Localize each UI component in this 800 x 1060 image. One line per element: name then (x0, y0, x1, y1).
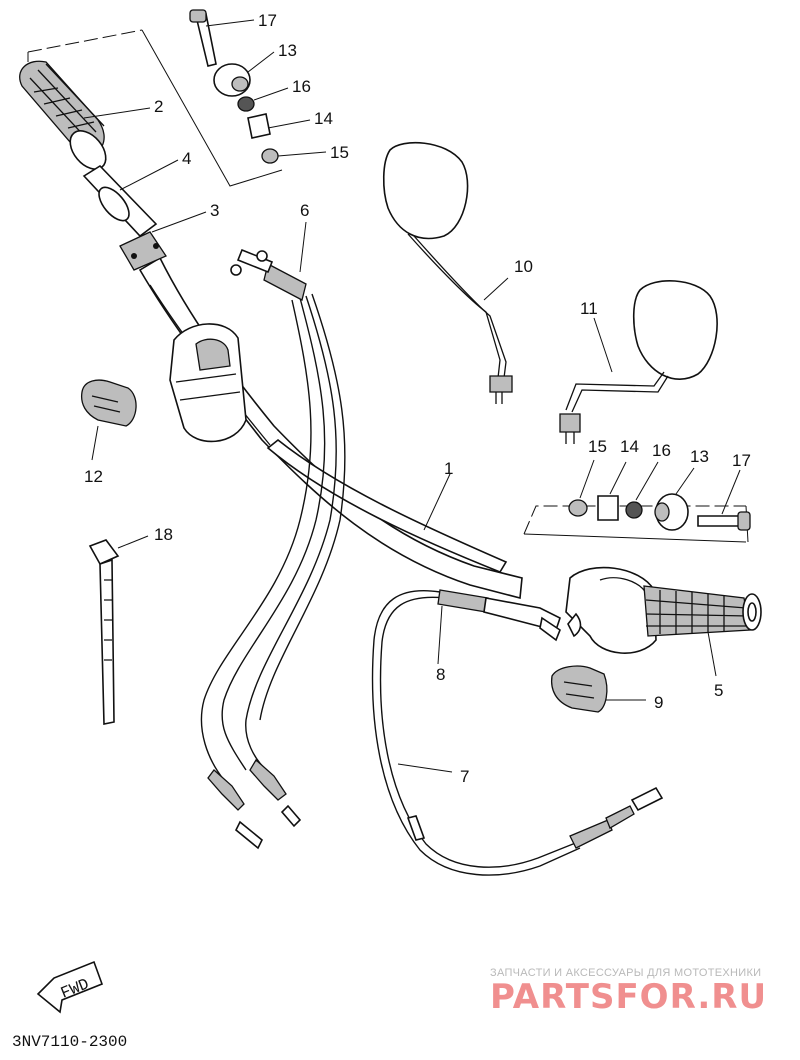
label-15-right: 15 (588, 437, 607, 456)
fwd-arrow-badge: FWD (36, 960, 104, 1014)
label-7: 7 (460, 767, 469, 786)
label-5: 5 (714, 681, 723, 700)
watermark-tagline: ЗАПЧАСТИ И АКСЕССУАРЫ ДЛЯ МОТОТЕХНИКИ (490, 967, 761, 979)
leader-line-1 (423, 473, 451, 531)
label-14-left: 14 (314, 109, 333, 128)
leader-lines-left (83, 19, 327, 233)
label-12: 12 (84, 467, 103, 486)
label-2: 2 (154, 97, 163, 116)
right-mirror (559, 280, 718, 444)
left-end-hardware (189, 9, 279, 164)
left-mirror (382, 141, 513, 404)
label-17-left: 17 (258, 11, 277, 30)
watermark-brand: PARTSFOR.RU (490, 977, 767, 1017)
right-end-hardware (523, 459, 751, 543)
label-13-right: 13 (690, 447, 709, 466)
cable-tie (88, 535, 149, 725)
label-11: 11 (580, 299, 598, 318)
label-4: 4 (182, 149, 191, 168)
label-8: 8 (436, 665, 445, 684)
clutch-cable (371, 590, 664, 876)
throttle-cables (200, 221, 346, 850)
label-3: 3 (210, 201, 219, 220)
right-switch-component (550, 665, 646, 713)
label-1: 1 (444, 459, 453, 478)
label-16-right: 16 (652, 441, 671, 460)
label-14-right: 14 (620, 437, 639, 456)
drawing-code: 3NV7110-2300 (12, 1033, 127, 1051)
left-grip (19, 60, 107, 170)
right-switch-and-grip (437, 566, 762, 677)
handlebar-holder (169, 323, 247, 443)
left-switch-assembly (80, 379, 137, 461)
label-18: 18 (154, 525, 173, 544)
label-17-right: 17 (732, 451, 751, 470)
label-9: 9 (654, 693, 663, 712)
label-10: 10 (514, 257, 533, 276)
label-13-left: 13 (278, 41, 297, 60)
part-number-labels: 17 13 16 14 15 2 4 3 6 10 11 12 1 15 14 … (84, 11, 751, 786)
label-6: 6 (300, 201, 309, 220)
label-15-left: 15 (330, 143, 349, 162)
grip-collar-and-clamp (82, 164, 167, 271)
left-grip-group-bracket (27, 29, 283, 187)
label-16-left: 16 (292, 77, 311, 96)
